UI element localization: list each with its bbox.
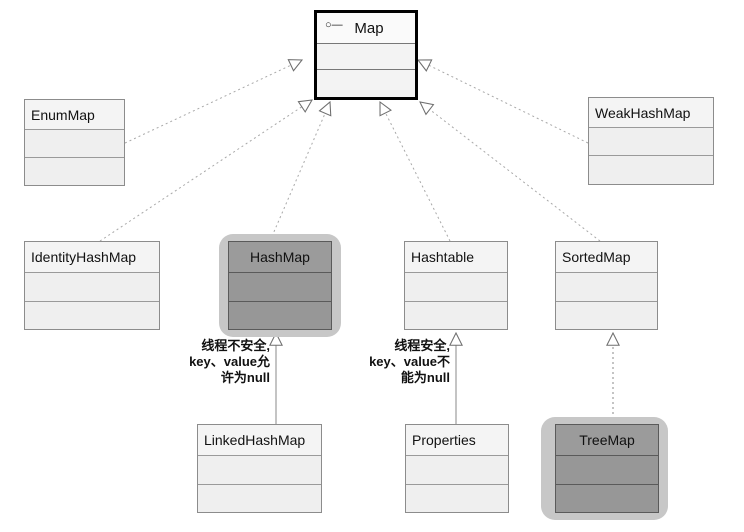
hashmap-class-box: HashMap	[228, 241, 332, 330]
identityhashmap-realizes-map	[99, 100, 312, 242]
map-attributes	[317, 43, 415, 69]
linkedhashmap-class-name: LinkedHashMap	[204, 432, 306, 448]
hashtable-note-line-1: 线程安全,	[394, 338, 450, 353]
hashmap-realizes-map	[269, 102, 330, 242]
properties-class-name: Properties	[412, 432, 476, 448]
hashtable-class-name: Hashtable	[411, 249, 475, 265]
identityhashmap-class-box: IdentityHashMap	[24, 241, 160, 330]
identityhashmap-class-name: IdentityHashMap	[31, 249, 137, 265]
hashmap-note-line-3: 许为null	[220, 370, 270, 385]
hashtable-note-line-2: key、value不	[369, 354, 450, 369]
hashmap-note-line-1: 线程不安全,	[201, 338, 270, 353]
hashtable-realizes-map	[380, 102, 451, 242]
weakhashmap-class-name: WeakHashMap	[595, 104, 691, 121]
linkedhashmap-class-box: LinkedHashMap	[197, 424, 322, 513]
hashtable-note-line-3: 能为null	[400, 370, 450, 385]
weakhashmap-class-box: WeakHashMap	[588, 97, 714, 185]
properties-class-box: Properties	[405, 424, 509, 513]
hashmap-thread-safety-note: 线程不安全, key、value允 许为null	[170, 338, 270, 386]
map-interface-box: ○— Map	[314, 10, 418, 100]
sortedmap-realizes-map	[420, 102, 601, 242]
hashmap-note-line-2: key、value允	[189, 354, 270, 369]
hashtable-class-box: Hashtable	[404, 241, 508, 330]
enummap-realizes-map	[124, 60, 302, 144]
sortedmap-class-name: SortedMap	[562, 249, 631, 265]
hashmap-class-name: HashMap	[250, 249, 310, 265]
hashtable-thread-safety-note: 线程安全, key、value不 能为null	[350, 338, 450, 386]
enummap-class-name: EnumMap	[31, 106, 95, 123]
treemap-class-name: TreeMap	[579, 432, 635, 448]
interface-icon: ○—	[325, 19, 343, 31]
enummap-class-box: EnumMap	[24, 99, 125, 186]
treemap-class-box: TreeMap	[555, 424, 659, 513]
map-methods	[317, 69, 415, 97]
sortedmap-class-box: SortedMap	[555, 241, 658, 330]
map-class-name: Map	[354, 19, 384, 37]
weakhashmap-realizes-map	[418, 60, 589, 144]
